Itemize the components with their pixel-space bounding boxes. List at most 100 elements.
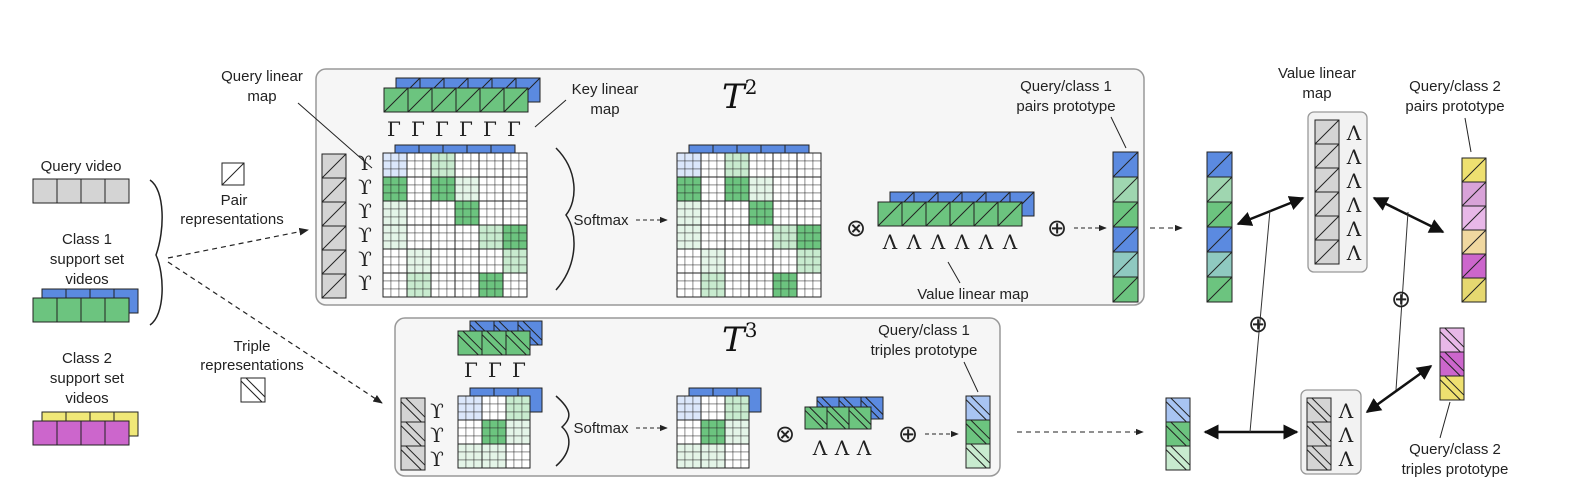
class1-label-line1: Class 1 xyxy=(62,231,112,248)
t2-value-linear-map-label: Value linear map xyxy=(917,286,1028,303)
value-map-triples-column: ΛΛΛ xyxy=(1306,397,1354,471)
symbol: Γ xyxy=(507,117,521,141)
query-frame xyxy=(80,178,106,204)
q2-triples-proto-line1: Query/class 2 xyxy=(1409,441,1501,458)
stack-cell-front xyxy=(481,330,507,356)
prototype-cell xyxy=(1439,375,1465,401)
t3-key-stack xyxy=(457,320,543,356)
inputs-column: Query video Class 1 support set videos C… xyxy=(32,158,383,446)
class2-frame-front xyxy=(32,420,58,446)
class2-support-frames xyxy=(32,411,139,446)
arrow-to-t2 xyxy=(167,227,309,259)
query-linear-map-line2: map xyxy=(247,88,276,105)
t2-key-stack xyxy=(383,77,541,113)
value-linear-map-line1: Value linear xyxy=(1278,65,1356,82)
symbol: Λ xyxy=(1346,121,1362,145)
pair-repr-line1: Pair xyxy=(221,192,248,209)
t2-prototype-column xyxy=(1112,151,1139,303)
right-oplus-1: ⊕ xyxy=(1248,310,1268,338)
symbol: Λ xyxy=(1338,399,1354,423)
symbol: Λ xyxy=(906,230,922,254)
symbol: Λ xyxy=(1346,193,1362,217)
stack-cell-front xyxy=(848,406,872,430)
symbol: ϒ xyxy=(358,175,372,199)
query-linear-map-line1: Query linear xyxy=(221,68,303,85)
arrow-to-t3 xyxy=(167,261,383,404)
query-video-frames xyxy=(32,178,130,204)
class1-support-frames xyxy=(32,288,139,323)
symbol: Γ xyxy=(488,358,502,382)
stack-cell-front xyxy=(457,330,483,356)
symbol: Λ xyxy=(954,230,970,254)
symbol: Λ xyxy=(812,436,828,460)
symbol: Γ xyxy=(387,117,401,141)
prototype-cell xyxy=(1439,351,1465,377)
symbol: ϒ xyxy=(358,247,372,271)
t3-upsilon-column: ϒϒϒ xyxy=(430,399,444,471)
t2-oplus: ⊕ xyxy=(1047,214,1067,242)
t3-attention-matrix xyxy=(457,387,543,469)
class1-label-line3: videos xyxy=(65,271,108,288)
column-cell xyxy=(1306,421,1332,447)
prototype-cell xyxy=(965,443,991,469)
symbol: Γ xyxy=(512,358,526,382)
t3-otimes: ⊗ xyxy=(775,420,795,448)
stack-cell-front xyxy=(804,406,828,430)
t3-softmax-label: Softmax xyxy=(573,420,629,437)
symbol: Λ xyxy=(1338,423,1354,447)
column-cell xyxy=(400,445,426,471)
prototype-cell xyxy=(1165,421,1191,447)
key-linear-map-line2: map xyxy=(590,101,619,118)
pair-repr-line2: representations xyxy=(180,211,283,228)
q2-pairs-proto-line1: Query/class 2 xyxy=(1409,78,1501,95)
right-oplus-2: ⊕ xyxy=(1391,285,1411,313)
query-frame xyxy=(32,178,58,204)
symbol: Λ xyxy=(1346,241,1362,265)
t3-query-column xyxy=(400,397,426,471)
key-linear-map-line1: Key linear xyxy=(572,81,639,98)
t2-brace xyxy=(555,147,575,291)
q1-pairs-proto-line1: Query/class 1 xyxy=(1020,78,1112,95)
symbol: Λ xyxy=(1346,145,1362,169)
symbol: Γ xyxy=(483,117,497,141)
q2-triples-column xyxy=(1439,327,1465,401)
prototype-cell xyxy=(965,419,991,445)
symbol: Λ xyxy=(930,230,946,254)
symbol: ϒ xyxy=(358,271,372,295)
q1-pairs-column xyxy=(1206,151,1233,303)
input-brace xyxy=(149,179,163,326)
pair-icon xyxy=(221,162,245,186)
class2-frame-front xyxy=(80,420,106,446)
t2-title: T2 xyxy=(722,75,757,117)
symbol: ϒ xyxy=(358,151,372,175)
symbol: Λ xyxy=(978,230,994,254)
symbol: Λ xyxy=(882,230,898,254)
class1-frame-front xyxy=(104,297,130,323)
symbol: Γ xyxy=(435,117,449,141)
value-linear-map-line2: map xyxy=(1302,85,1331,102)
t2-softmax-label: Softmax xyxy=(573,212,629,229)
q1-triples-proto-line1: Query/class 1 xyxy=(878,322,970,339)
symbol: Λ xyxy=(834,436,850,460)
class1-label-line2: support set xyxy=(50,251,125,268)
t2-attention-matrix xyxy=(382,144,528,298)
class2-frame-front xyxy=(56,420,82,446)
column-cell xyxy=(400,397,426,423)
q2-triples-proto-line2: triples prototype xyxy=(1402,461,1509,478)
column-cell xyxy=(1306,397,1332,423)
column-cell xyxy=(1306,445,1332,471)
symbol: ϒ xyxy=(430,399,444,423)
class2-label-line2: support set xyxy=(50,370,125,387)
prototype-cell xyxy=(1165,397,1191,423)
t3-brace xyxy=(555,395,570,467)
class2-label-line1: Class 2 xyxy=(62,350,112,367)
prototype-cell xyxy=(965,395,991,421)
query-frame xyxy=(104,178,130,204)
query-video-label: Query video xyxy=(41,158,122,175)
